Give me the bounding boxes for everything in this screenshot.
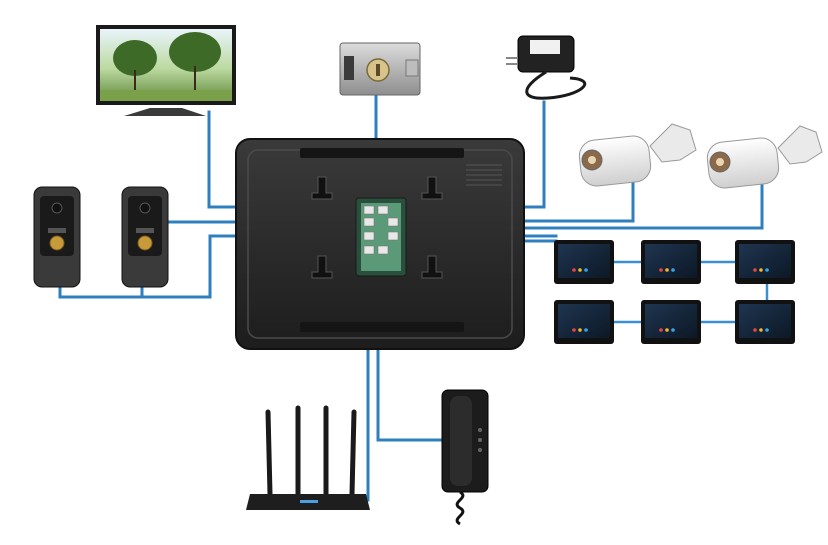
wifi-router [246, 405, 370, 510]
terminal-board [355, 197, 407, 277]
extension-monitor-4 [554, 300, 614, 344]
extension-monitor-2 [641, 240, 701, 284]
door-call-panel-icon [33, 186, 81, 288]
door-call-panel-icon [121, 186, 169, 288]
power-adapter-icon [506, 35, 587, 100]
extension-monitor-1 [554, 240, 614, 284]
main-monitor [235, 138, 525, 350]
cctv-camera-icon [578, 123, 697, 187]
small-monitor-icon [735, 240, 795, 284]
mounting-hole-icon [311, 176, 443, 279]
bottom-vent [300, 322, 464, 332]
extension-monitor-6 [735, 300, 795, 344]
intercom-handset [441, 389, 489, 526]
small-monitor-icon [735, 300, 795, 344]
call-panel-1 [33, 186, 81, 288]
extension-monitor-5 [641, 300, 701, 344]
router-icon [246, 405, 370, 510]
handset-icon [441, 389, 489, 526]
camera-2 [706, 125, 823, 189]
small-monitor-icon [554, 300, 614, 344]
electric-lock-icon [339, 42, 421, 96]
speaker-grille-icon [466, 164, 502, 186]
camera-1 [578, 123, 697, 187]
top-vent [300, 148, 464, 158]
extension-monitors [554, 240, 795, 344]
tv-icon [96, 25, 236, 116]
call-panel-2 [121, 186, 169, 288]
small-monitor-icon [641, 240, 701, 284]
cctv-camera-icon [706, 125, 823, 189]
small-monitor-icon [554, 240, 614, 284]
extension-monitor-3 [735, 240, 795, 284]
small-monitor-icon [641, 300, 701, 344]
